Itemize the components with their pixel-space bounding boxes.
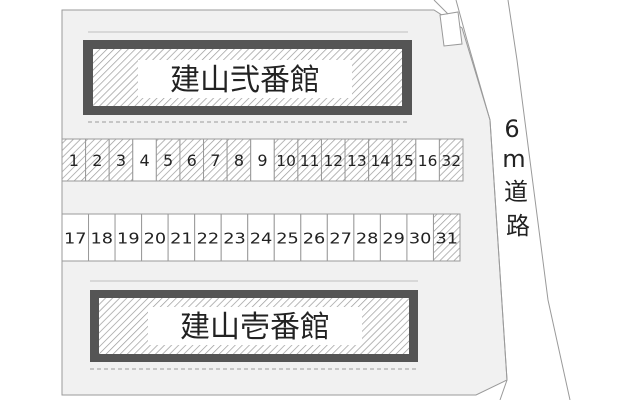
parking-space-number: 22 bbox=[197, 230, 220, 248]
building-north-name: 建山弐番館 bbox=[170, 63, 320, 98]
parking-space-number: 8 bbox=[234, 151, 244, 170]
parking-space-number: 31 bbox=[435, 230, 458, 248]
parking-space-number: 27 bbox=[329, 230, 352, 248]
road-boundary-left bbox=[455, 0, 508, 400]
parking-space-number: 32 bbox=[441, 152, 461, 170]
parking-space-number: 28 bbox=[356, 230, 379, 248]
road-label-char: m bbox=[502, 145, 525, 173]
parking-space-number: 12 bbox=[323, 152, 343, 170]
parking-space-number: 21 bbox=[170, 230, 193, 248]
parking-space bbox=[194, 213, 222, 262]
parking-space-number: 15 bbox=[394, 152, 414, 170]
parking-space bbox=[432, 213, 461, 262]
parking-space-number: 4 bbox=[139, 151, 149, 170]
building-north-name-box bbox=[138, 60, 352, 98]
parking-space-number: 3 bbox=[116, 151, 126, 170]
boundary-line-top bbox=[433, 0, 449, 15]
parking-space-number: 18 bbox=[91, 230, 114, 248]
road-label-char: 6 bbox=[504, 115, 519, 143]
parking-space-number: 19 bbox=[117, 230, 140, 248]
parking-space bbox=[273, 213, 302, 262]
building-south-name-box bbox=[148, 307, 362, 345]
parking-space-number: 26 bbox=[303, 230, 326, 248]
road-label-char: 道 bbox=[504, 178, 528, 206]
road-label-char: 路 bbox=[506, 212, 530, 240]
parking-space-number: 10 bbox=[276, 152, 296, 170]
building-south-name: 建山壱番館 bbox=[180, 310, 330, 345]
parking-space bbox=[167, 213, 196, 262]
parking-space bbox=[326, 213, 355, 262]
parking-space-number: 30 bbox=[409, 230, 432, 248]
parking-space-number: 1 bbox=[69, 151, 79, 170]
parking-space-number: 23 bbox=[223, 230, 246, 248]
parking-space bbox=[353, 213, 381, 262]
parking-space-number: 14 bbox=[371, 152, 391, 170]
road-boundary-right bbox=[507, 0, 571, 400]
parking-space bbox=[438, 138, 464, 182]
parking-space-number: 11 bbox=[300, 152, 320, 170]
parking-space-number: 13 bbox=[347, 152, 367, 170]
parking-space-number: 20 bbox=[144, 230, 167, 248]
parking-space-number: 9 bbox=[257, 151, 267, 170]
parking-space-number: 24 bbox=[250, 230, 273, 248]
parking-space-number: 17 bbox=[64, 230, 87, 248]
parking-space bbox=[247, 213, 275, 262]
parking-space-number: 6 bbox=[187, 151, 197, 170]
road-label: 6 m 道 路 bbox=[502, 115, 530, 240]
building-south: 建山壱番館 bbox=[90, 280, 418, 370]
parking-space bbox=[220, 213, 249, 262]
parking-space-number: 25 bbox=[276, 230, 299, 248]
corner-marker bbox=[439, 11, 463, 47]
parking-space-number: 7 bbox=[210, 151, 220, 170]
building-north: 建山弐番館 bbox=[83, 31, 412, 123]
parking-space bbox=[61, 213, 90, 262]
parking-space-number: 5 bbox=[163, 151, 173, 170]
parking-space-number: 16 bbox=[418, 152, 438, 170]
parking-space-number: 2 bbox=[92, 151, 102, 170]
parking-space bbox=[88, 213, 116, 262]
parking-space-number: 29 bbox=[382, 230, 405, 248]
